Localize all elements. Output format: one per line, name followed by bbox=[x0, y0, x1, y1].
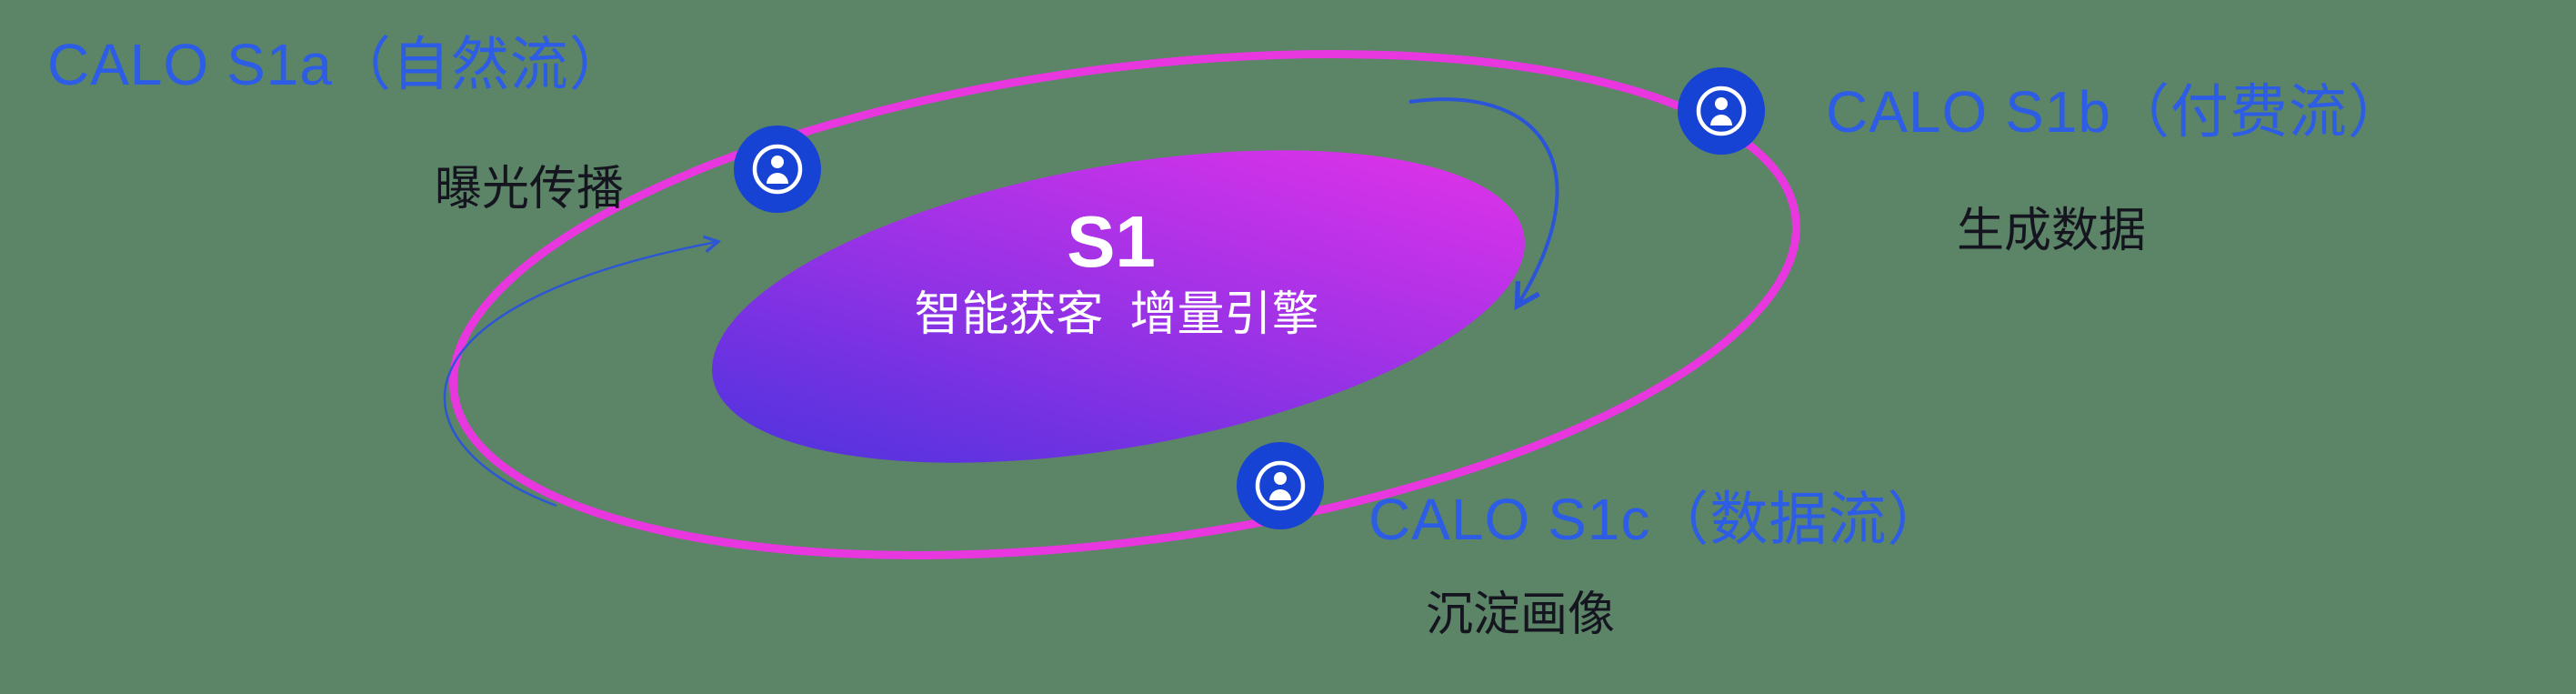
node-sublabel-s1b: 生成数据 bbox=[1957, 205, 2147, 257]
person-icon-s1b bbox=[1678, 67, 1765, 155]
center-ellipse bbox=[712, 150, 1525, 463]
node-label-s1b: CALO S1b（付费流） bbox=[1826, 79, 2407, 145]
flow-arrow-right bbox=[1408, 97, 1559, 311]
node-sublabel-s1c: 沉淀画像 bbox=[1426, 588, 1616, 641]
person-icon-s1c bbox=[1237, 442, 1324, 529]
orbit-ellipse bbox=[449, 50, 1800, 559]
node-label-s1c: CALO S1c（数据流） bbox=[1368, 487, 1947, 552]
center-title: S1 bbox=[1067, 201, 1156, 282]
person-icon-s1a bbox=[734, 126, 821, 213]
center-subtitle: 智能获客 增量引擎 bbox=[914, 288, 1319, 341]
node-label-s1a: CALO S1a（自然流） bbox=[47, 32, 628, 97]
node-sublabel-s1a: 曝光传播 bbox=[435, 163, 625, 216]
flow-arrow-left bbox=[443, 235, 722, 508]
